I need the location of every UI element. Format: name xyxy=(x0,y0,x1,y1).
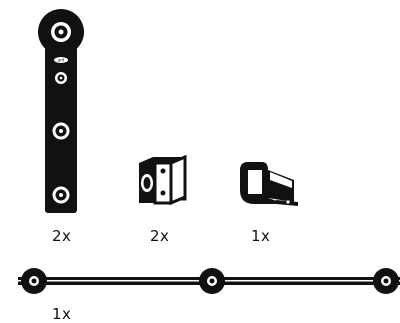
track-rail-quantity: 1x xyxy=(52,305,72,323)
floor-guide-icon xyxy=(240,162,298,206)
brand-mark: anf xyxy=(58,58,65,63)
track-rail-icon xyxy=(18,268,400,294)
glass-clamp-quantity: 2x xyxy=(150,227,170,245)
hanger-plate-quantity: 2x xyxy=(52,227,72,245)
hanger-plate-icon: anf xyxy=(38,9,84,213)
glass-clamp-icon xyxy=(139,155,187,206)
floor-guide-quantity: 1x xyxy=(251,227,271,245)
